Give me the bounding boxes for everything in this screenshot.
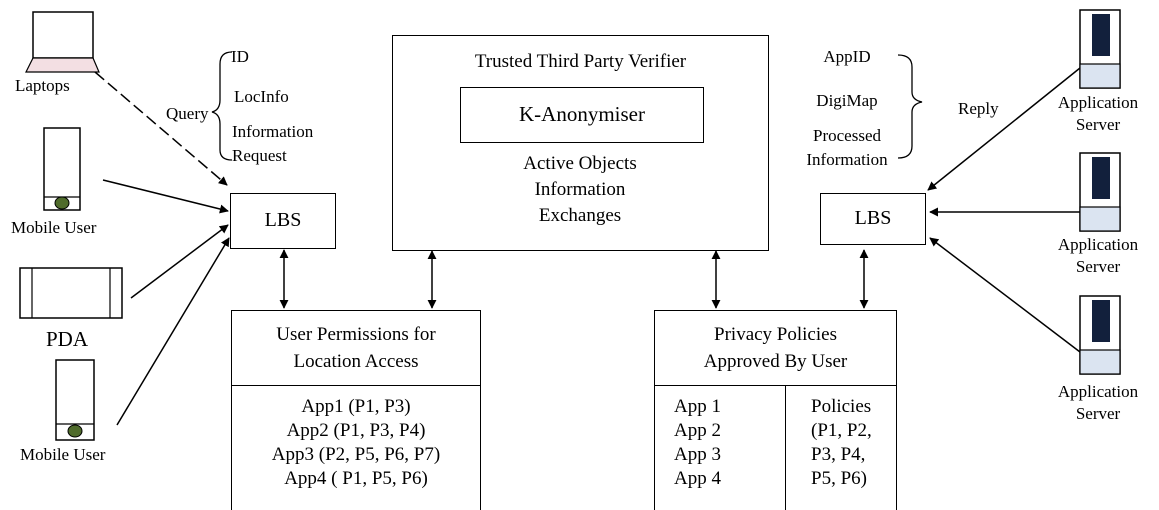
permission-row: App4 ( P1, P5, P6): [284, 468, 428, 489]
reply-label: Reply: [958, 99, 999, 118]
privacy-policy-text: Policies: [811, 396, 872, 417]
mobile-phone-icon: [55, 359, 95, 441]
mobile-phone-icon: [43, 127, 81, 211]
privacy-app: App 2: [674, 420, 721, 441]
k-anonymiser-label: K-Anonymiser: [519, 102, 645, 126]
permissions-divider: [232, 385, 480, 386]
reply-item-information: Information: [806, 150, 888, 169]
laptop-to-lbs-arrow: [94, 71, 228, 186]
pda-label: PDA: [46, 327, 89, 351]
server-label-line1: Application: [1057, 382, 1139, 401]
query-item-request: Request: [232, 146, 287, 165]
query-brace: [211, 51, 233, 161]
server-label-line1: Application: [1057, 93, 1139, 112]
server-icon: [1079, 9, 1121, 89]
mobile-user-label: Mobile User: [11, 218, 97, 237]
server1-to-lbs-arrow: [927, 67, 1081, 191]
privacy-policy-text: (P1, P2,: [811, 420, 872, 441]
privacy-app: App 3: [674, 444, 721, 465]
server-icon: [1079, 152, 1121, 232]
mobile2-to-lbs-arrow: [116, 237, 230, 426]
privacy-title-line2: Approved By User: [703, 351, 848, 372]
lbs-right-box: LBS: [820, 193, 926, 245]
laptops-label: Laptops: [15, 76, 70, 95]
privacy-app: App 1: [674, 396, 721, 417]
reply-item-processed: Processed: [813, 126, 881, 145]
query-item-information: Information: [232, 122, 314, 141]
server-label-line2: Server: [1075, 115, 1121, 134]
ttp-verifier-box: Trusted Third Party Verifier: [392, 35, 769, 251]
server-icon: [1079, 295, 1121, 375]
ttp-title: Trusted Third Party Verifier: [474, 51, 687, 72]
pda-icon: [19, 267, 123, 319]
exchange-line-3: Exchanges: [538, 205, 622, 226]
query-item-id: ID: [231, 47, 249, 66]
reply-brace: [897, 54, 923, 159]
server3-to-lbs-arrow: [929, 237, 1081, 353]
privacy-title-line1: Privacy Policies: [714, 324, 837, 345]
permission-row: App3 (P2, P5, P6, P7): [271, 444, 441, 465]
privacy-app: App 4: [674, 468, 721, 489]
exchange-line-2: Information: [534, 179, 626, 200]
permissions-title-line1: User Permissions for: [276, 324, 436, 345]
server-label-line2: Server: [1075, 257, 1121, 276]
privacy-divider: [655, 385, 896, 386]
reply-item-appid: AppID: [823, 47, 871, 66]
server-label-line1: Application: [1057, 235, 1139, 254]
user-permissions-box: User Permissions for Location Access App…: [231, 310, 481, 510]
query-item-locinfo: LocInfo: [234, 87, 289, 106]
mobile-to-lbs-arrow: [102, 179, 229, 214]
permission-row: App1 (P1, P3): [301, 396, 411, 417]
pda-to-lbs-arrow: [130, 224, 229, 299]
server-label-line2: Server: [1075, 404, 1121, 423]
exchange-line-1: Active Objects: [523, 153, 637, 174]
lbs-right-label: LBS: [854, 207, 892, 229]
query-label: Query: [166, 104, 209, 123]
lbs-left-box: LBS: [230, 193, 336, 249]
privacy-policy-text: P3, P4,: [811, 444, 866, 465]
reply-item-digimap: DigiMap: [816, 91, 878, 110]
permissions-title-line2: Location Access: [293, 351, 419, 372]
laptop-icon: [25, 11, 100, 73]
privacy-policies-box: Privacy Policies Approved By User App 1 …: [654, 310, 897, 510]
k-anonymiser-box: K-Anonymiser: [460, 87, 704, 143]
mobile-user-label: Mobile User: [20, 445, 106, 464]
privacy-policy-text: P5, P6): [811, 468, 867, 489]
privacy-column-divider: [785, 385, 786, 510]
permission-row: App2 (P1, P3, P4): [286, 420, 426, 441]
lbs-left-label: LBS: [264, 209, 302, 231]
